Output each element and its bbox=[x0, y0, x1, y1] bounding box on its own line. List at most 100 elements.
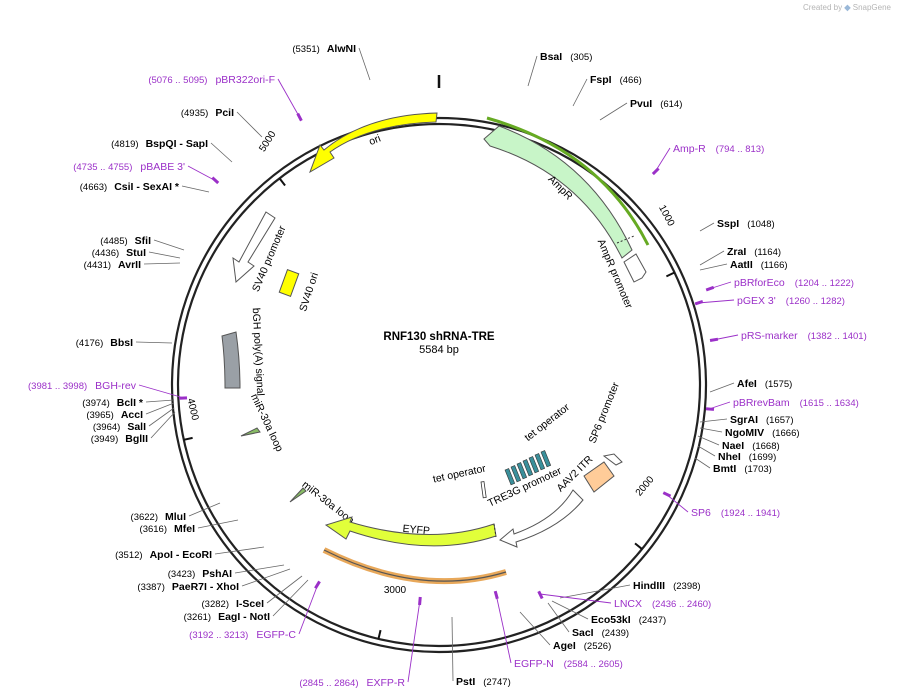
enzyme-bbsi[interactable]: (4176)BbsI bbox=[76, 337, 173, 349]
enzyme-label: PstI(2747) bbox=[456, 676, 511, 688]
enzyme-bspqi[interactable]: (4819)BspQI - SapI bbox=[111, 138, 233, 163]
primer-connector bbox=[277, 78, 301, 119]
enzyme-eagi[interactable]: (3261)EagI - NotI bbox=[184, 579, 309, 623]
enzyme-alwni[interactable]: (5351)AlwNI bbox=[292, 43, 371, 81]
enzyme-label: (4935)PciI bbox=[181, 107, 234, 119]
tick-mark bbox=[183, 436, 193, 441]
enzyme-sfii[interactable]: (4485)SfiI bbox=[100, 235, 185, 251]
plasmid-name: RNF130 shRNA-TRE bbox=[383, 331, 495, 343]
enzyme-sspi[interactable]: SspI(1048) bbox=[699, 218, 775, 232]
bgh-polya-label: bGH poly(A) signal bbox=[250, 308, 267, 397]
enzyme-agei[interactable]: AgeI(2526) bbox=[519, 611, 611, 652]
enzyme-bsai[interactable]: BsaI(305) bbox=[527, 51, 592, 87]
enzyme-nhei[interactable]: NheI(1699) bbox=[697, 445, 776, 463]
enzyme-afei[interactable]: AfeI(1575) bbox=[709, 378, 792, 393]
enzyme-csii[interactable]: (4663)CsiI - SexAI * bbox=[80, 181, 210, 193]
enzyme-connector bbox=[699, 222, 715, 232]
enzyme-connector bbox=[181, 185, 210, 193]
enzyme-label: (4431)AvrII bbox=[84, 259, 142, 271]
tet-operator-block bbox=[504, 450, 552, 486]
mir30a-loop-2-feature bbox=[289, 487, 307, 503]
enzyme-label: (3423)PshAI bbox=[168, 568, 232, 580]
primer-connector bbox=[495, 593, 512, 664]
ori-label: ori bbox=[367, 132, 382, 147]
enzyme-bglii[interactable]: (3949)BglII bbox=[91, 411, 176, 445]
enzyme-connector bbox=[697, 445, 716, 457]
primer-label: (3192 .. 3213)EGFP-C bbox=[189, 629, 296, 641]
enzyme-label: (3949)BglII bbox=[91, 433, 148, 445]
enzyme-connector bbox=[150, 411, 176, 439]
enzyme-stui[interactable]: (4436)StuI bbox=[92, 247, 181, 259]
enzyme-connector bbox=[153, 239, 185, 251]
enzyme-mlui[interactable]: (3622)MluI bbox=[131, 502, 221, 523]
enzyme-label: SspI(1048) bbox=[717, 218, 775, 230]
enzyme-aatii[interactable]: AatII(1166) bbox=[699, 259, 788, 271]
enzyme-label: (3622)MluI bbox=[131, 511, 187, 523]
primer-connector bbox=[187, 165, 217, 182]
ampr-promoter-feature bbox=[623, 253, 647, 283]
ampr-feature bbox=[483, 125, 633, 259]
enzyme-label: AfeI(1575) bbox=[737, 378, 792, 390]
primer-label: pGEX 3'(1260 .. 1282) bbox=[737, 295, 845, 307]
primer-pbrforeco[interactable]: pBRforEco(1204 .. 1222) bbox=[705, 277, 854, 292]
tick-label: 4000 bbox=[185, 397, 201, 422]
enzyme-zrai[interactable]: ZraI(1164) bbox=[699, 246, 781, 266]
primer-prs-marker[interactable]: pRS-marker(1382 .. 1401) bbox=[709, 330, 867, 342]
tick-mark bbox=[278, 177, 286, 187]
enzyme-pcii[interactable]: (4935)PciI bbox=[181, 107, 263, 138]
enzyme-pvui[interactable]: PvuI(614) bbox=[599, 98, 682, 121]
enzyme-bmti[interactable]: BmtI(1703) bbox=[694, 457, 772, 475]
primer-connector bbox=[138, 384, 185, 399]
enzyme-connector bbox=[451, 616, 454, 682]
primer-exfp-r[interactable]: (2845 .. 2864)EXFP-R bbox=[299, 596, 422, 689]
enzyme-ngomiv[interactable]: NgoMIV(1666) bbox=[699, 427, 800, 439]
primer-sites: (5076 .. 5095)pBR322ori-F (4735 .. 4755)p… bbox=[28, 74, 867, 689]
enzyme-connector bbox=[188, 502, 221, 517]
ampr-divider bbox=[616, 235, 635, 244]
primer-pbr322ori-f[interactable]: (5076 .. 5095)pBR322ori-F bbox=[148, 74, 303, 122]
sv40-ori-label: SV40 ori bbox=[297, 271, 321, 313]
enzyme-mfei[interactable]: (3616)MfeI bbox=[140, 519, 239, 535]
enzyme-pshai[interactable]: (3423)PshAI bbox=[168, 564, 285, 580]
eyfp-label: EYFP bbox=[402, 523, 430, 537]
enzyme-label: NheI(1699) bbox=[718, 451, 776, 463]
enzyme-fspi[interactable]: FspI(466) bbox=[572, 74, 642, 107]
enzyme-label: (3964)SalI bbox=[93, 421, 146, 433]
primer-site-mark bbox=[709, 337, 719, 342]
enzyme-apoi[interactable]: (3512)ApoI - EcoRI bbox=[115, 546, 265, 561]
tet-operator-box bbox=[540, 450, 552, 468]
enzyme-label: BsaI(305) bbox=[540, 51, 592, 63]
enzyme-eco53ki[interactable]: Eco53kI(2437) bbox=[551, 600, 666, 626]
enzyme-connector bbox=[699, 250, 725, 266]
sv40-ori-feature bbox=[278, 269, 300, 297]
primer-amp-r[interactable]: Amp-R(794 .. 813) bbox=[651, 143, 764, 176]
enzyme-sgrai[interactable]: SgrAI(1657) bbox=[699, 414, 793, 426]
primer-pgex3[interactable]: pGEX 3'(1260 .. 1282) bbox=[694, 295, 845, 307]
primer-lncx[interactable]: LNCX(2436 .. 2460) bbox=[537, 590, 711, 610]
primer-egfp-c[interactable]: (3192 .. 3213)EGFP-C bbox=[189, 580, 321, 641]
primer-sp6[interactable]: SP6(1924 .. 1941) bbox=[662, 491, 780, 519]
enzyme-saci[interactable]: SacI(2439) bbox=[547, 602, 629, 639]
enzyme-connector bbox=[148, 251, 181, 259]
enzyme-label: (4436)StuI bbox=[92, 247, 146, 259]
enzyme-label: Eco53kI(2437) bbox=[591, 614, 666, 626]
primer-bgh-rev[interactable]: (3981 .. 3998)BGH-rev bbox=[28, 380, 188, 400]
primer-egfp-n[interactable]: EGFP-N(2584 .. 2605) bbox=[493, 590, 623, 670]
enzyme-acci[interactable]: (3965)AccI bbox=[86, 402, 175, 421]
enzyme-naei[interactable]: NaeI(1668) bbox=[697, 435, 780, 452]
enzyme-label: (3387)PaeR7I - XhoI bbox=[137, 581, 239, 593]
primer-site-mark bbox=[537, 590, 544, 600]
primer-connector bbox=[539, 593, 612, 604]
enzyme-i-scei[interactable]: (3282)I-SceI bbox=[202, 575, 303, 610]
enzyme-avrii[interactable]: (4431)AvrII bbox=[84, 259, 181, 271]
primer-label: EGFP-N(2584 .. 2605) bbox=[514, 658, 623, 670]
primer-label: (5076 .. 5095)pBR322ori-F bbox=[148, 74, 275, 86]
enzyme-sali[interactable]: (3964)SalI bbox=[93, 407, 175, 433]
enzyme-bcli[interactable]: (3974)BclI * bbox=[82, 397, 175, 409]
primer-label: (3981 .. 3998)BGH-rev bbox=[28, 380, 137, 392]
enzyme-hindiii[interactable]: HindIII(2398) bbox=[559, 580, 701, 599]
primer-pbrrevbam[interactable]: pBRrevBam(1615 .. 1634) bbox=[705, 397, 859, 411]
enzyme-psti[interactable]: PstI(2747) bbox=[451, 616, 511, 688]
primer-pbabe3[interactable]: (4735 .. 4755)pBABE 3' bbox=[73, 161, 220, 185]
enzyme-paer7i[interactable]: (3387)PaeR7I - XhoI bbox=[137, 568, 291, 593]
